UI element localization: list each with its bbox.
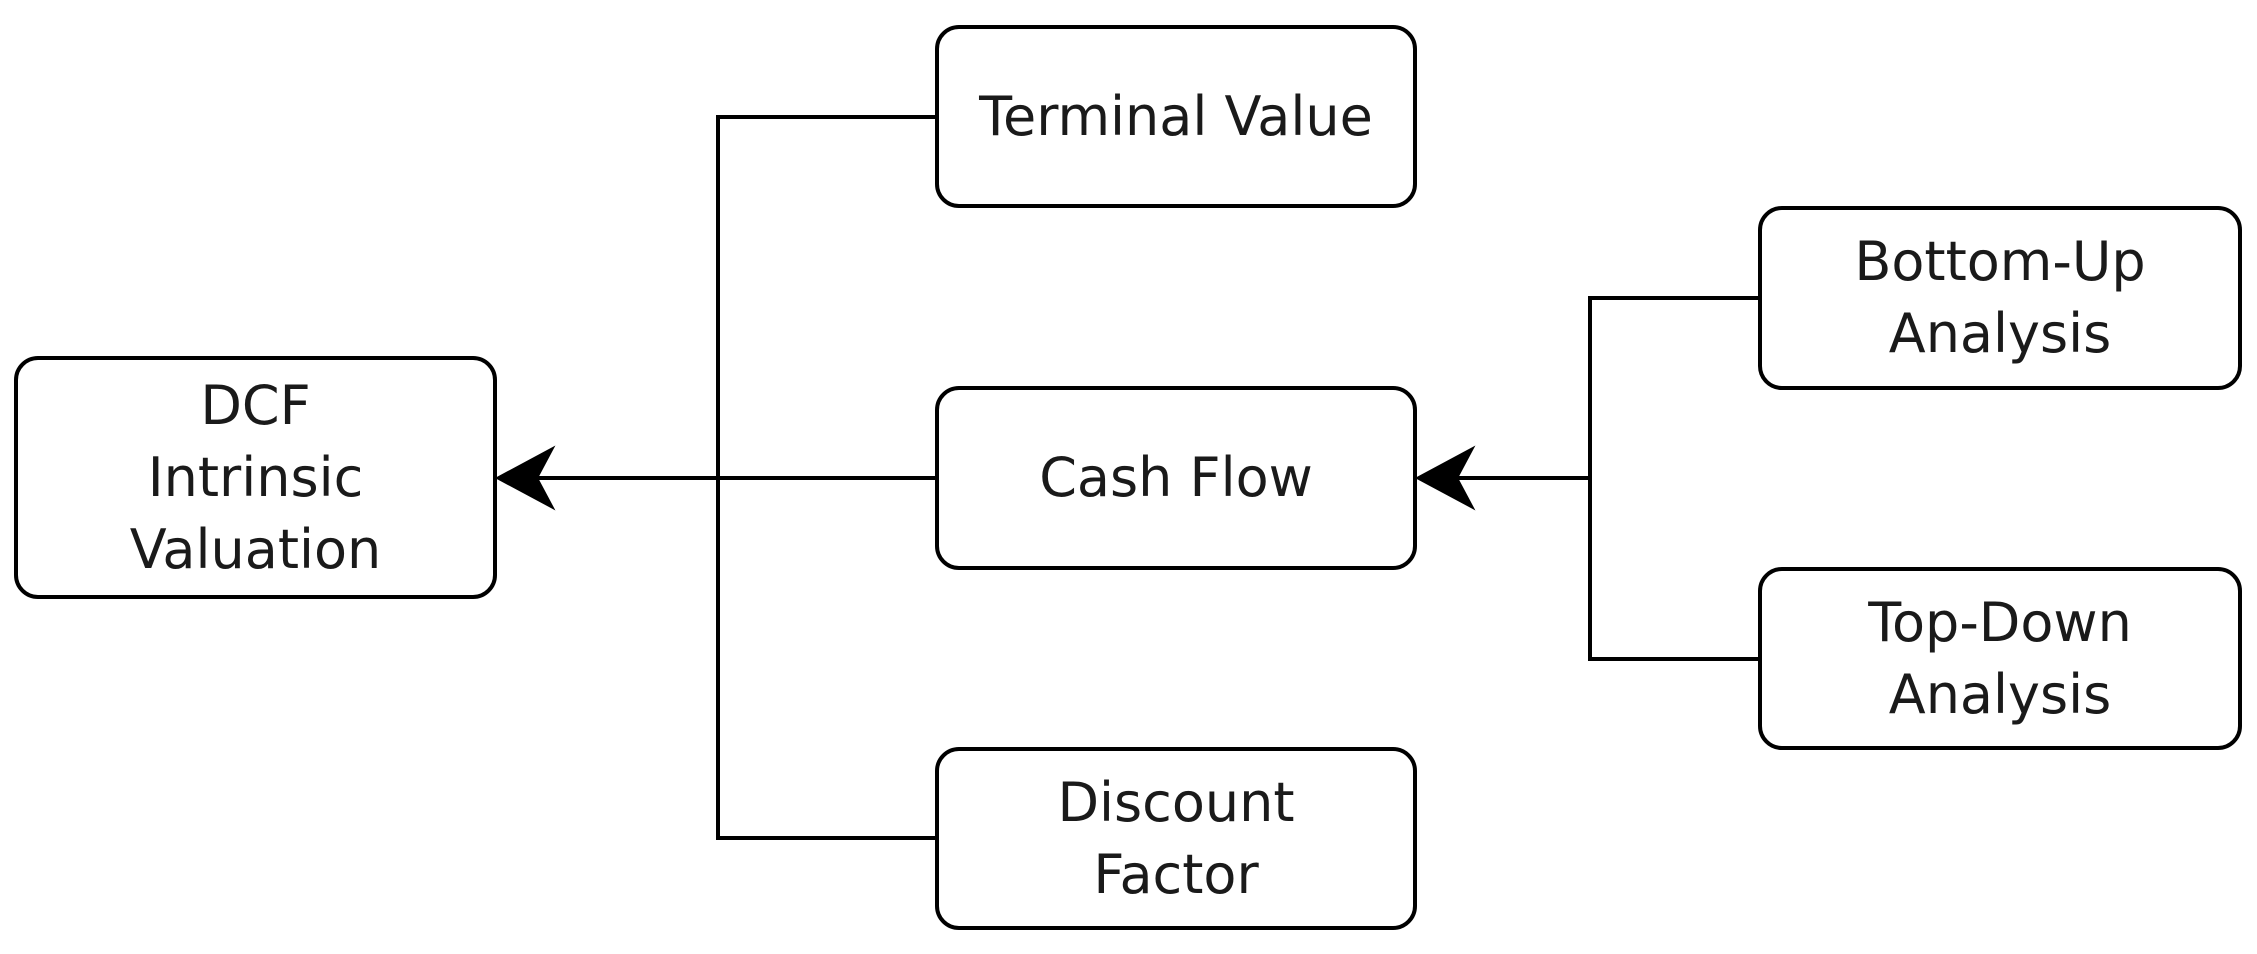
node-dcf-intrinsic-valuation: DCF Intrinsic Valuation — [14, 356, 497, 599]
node-label-line: Bottom-Up — [1854, 230, 2146, 293]
node-label-line: Top-Down — [1868, 590, 2132, 654]
node-top-down-analysis: Top-Down Analysis — [1758, 567, 2242, 750]
connector-bottom-up-to-cash-flow — [1588, 296, 1758, 478]
node-label-line: Cash Flow — [1039, 446, 1313, 509]
node-label-line: Discount — [1057, 770, 1295, 834]
node-label-line: Valuation — [129, 517, 382, 581]
node-discount-factor: Discount Factor — [935, 747, 1417, 930]
node-terminal-value: Terminal Value — [935, 25, 1417, 208]
node-label-line: DCF — [200, 373, 311, 437]
arrowhead-cash-flow — [1414, 445, 1476, 511]
node-label-line: Analysis — [1888, 662, 2112, 726]
node-label-line: Analysis — [1888, 302, 2112, 365]
node-label-line: Intrinsic — [147, 445, 364, 509]
arrowhead-dcf — [494, 445, 556, 511]
node-bottom-up-analysis: Bottom-Up Analysis — [1758, 206, 2242, 390]
connector-terminal-value-to-dcf — [716, 115, 935, 478]
connector-top-down-to-cash-flow — [1588, 478, 1758, 661]
node-label-line: Terminal Value — [979, 84, 1373, 148]
node-label-line: Factor — [1093, 842, 1259, 906]
connector-discount-factor-to-dcf — [716, 478, 935, 840]
node-cash-flow: Cash Flow — [935, 386, 1417, 570]
